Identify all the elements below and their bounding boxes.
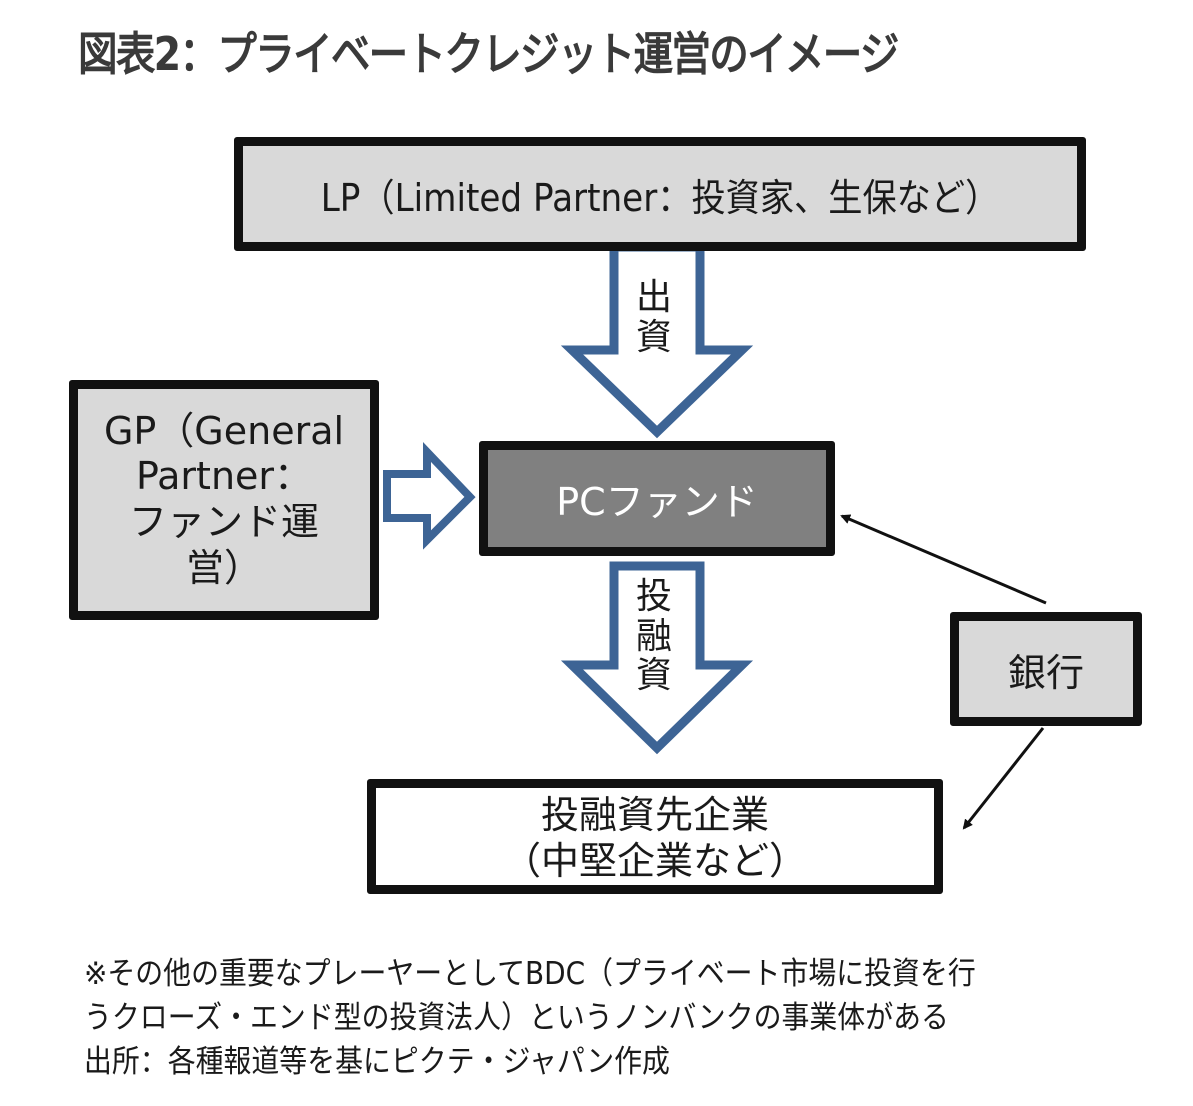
bank-label: 銀行 <box>1007 650 1084 695</box>
portfolio-companies-box: 投融資先企業 （中堅企業など） <box>367 779 943 894</box>
pc-fund-label: PCファンド <box>556 480 758 524</box>
gp-label-line: ファンド運 <box>128 500 319 544</box>
investment-loan-label-char: 投 <box>635 576 672 617</box>
gp-label-line: GP（General <box>103 408 345 453</box>
footnote-line: うクローズ・エンド型の投資法人）というノンバンクの事業体がある <box>84 1000 949 1036</box>
lp-box: LP（Limited Partner：投資家、生保など） <box>234 137 1086 251</box>
fund-to-companies-arrow <box>560 561 754 755</box>
footnote-line: ※その他の重要なプレーヤーとしてBDC（プライベート市場に投資を行 <box>84 956 976 992</box>
bank-box: 銀行 <box>950 612 1142 726</box>
investment-loan-label: 投 融 資 <box>634 577 674 696</box>
source-line: 出所：各種報道等を基にピクテ・ジャパン作成 <box>84 1044 670 1080</box>
gp-label-line: 営） <box>185 545 262 590</box>
gp-box: GP（General Partner： ファンド運 営） <box>69 380 379 620</box>
investment-label-char: 出 <box>635 277 672 318</box>
investment-loan-label-char: 資 <box>635 655 672 697</box>
bank-to-companies-arrow <box>962 727 1045 830</box>
portfolio-companies-label-line: （中堅企業など） <box>502 839 807 884</box>
gp-label-line: Partner： <box>135 454 313 499</box>
gp-to-fund-arrow <box>383 442 476 550</box>
lp-label: LP（Limited Partner：投資家、生保など） <box>320 175 1000 220</box>
figure-title: 図表2：プライベートクレジット運営のイメージ <box>78 27 899 81</box>
footnotes: ※その他の重要なプレーヤーとしてBDC（プライベート市場に投資を行 うクローズ・… <box>84 952 976 1084</box>
portfolio-companies-label-line: 投融資先企業 <box>540 793 769 837</box>
lp-to-fund-arrow <box>560 242 754 439</box>
investment-label-char: 資 <box>635 316 672 358</box>
pc-fund-box: PCファンド <box>479 441 835 556</box>
investment-label: 出 資 <box>634 278 674 357</box>
investment-loan-label-char: 融 <box>635 615 672 657</box>
bank-to-fund-arrow <box>840 514 1047 605</box>
